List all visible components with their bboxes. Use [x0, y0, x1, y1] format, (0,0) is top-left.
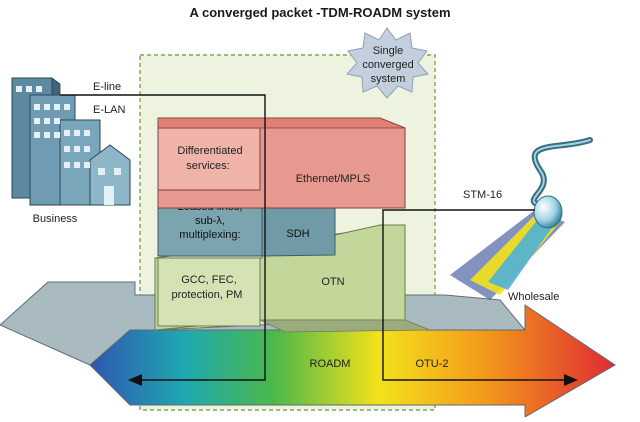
diagram-title: A converged packet -TDM-ROADM system	[189, 5, 450, 20]
otn-name: OTN	[321, 276, 344, 288]
ethernet-mpls-layer: Differentiated services: Ethernet/MPLS	[157, 117, 406, 209]
roadm-label: ROADM	[310, 358, 351, 370]
sdh-desc-line-2: sub-λ,	[195, 215, 225, 227]
callout-line-1: Single	[373, 45, 404, 57]
callout-line-2: converged	[362, 59, 413, 71]
stm16-label: STM-16	[463, 189, 502, 201]
business-connector-arrowhead	[128, 374, 142, 386]
elan-label: E-LAN	[93, 104, 125, 116]
sdh-name: SDH	[286, 228, 309, 240]
business-connector	[60, 94, 266, 381]
business-label: Business	[33, 213, 78, 225]
business-buildings-icon	[11, 77, 131, 206]
wholesale-label: Wholesale	[508, 291, 559, 303]
ethernet-name: Ethernet/MPLS	[296, 173, 371, 185]
callout-line-3: system	[371, 73, 406, 85]
otn-desc-line-2: protection, PM	[172, 289, 243, 301]
wholesale-fiber-icon	[450, 137, 593, 300]
otu2-label: OTU-2	[416, 358, 449, 370]
single-converged-system-callout: Single converged system	[346, 27, 429, 99]
ethernet-desc-line-2: services:	[186, 160, 229, 172]
wholesale-connector-arrowhead	[564, 374, 578, 386]
wholesale-connector	[382, 209, 565, 381]
sdh-desc-line-3: multiplexing:	[179, 229, 240, 241]
ethernet-desc-line-1: Differentiated	[177, 145, 242, 157]
eline-label: E-line	[93, 81, 121, 93]
otn-desc-line-1: GCC, FEC,	[181, 274, 237, 286]
